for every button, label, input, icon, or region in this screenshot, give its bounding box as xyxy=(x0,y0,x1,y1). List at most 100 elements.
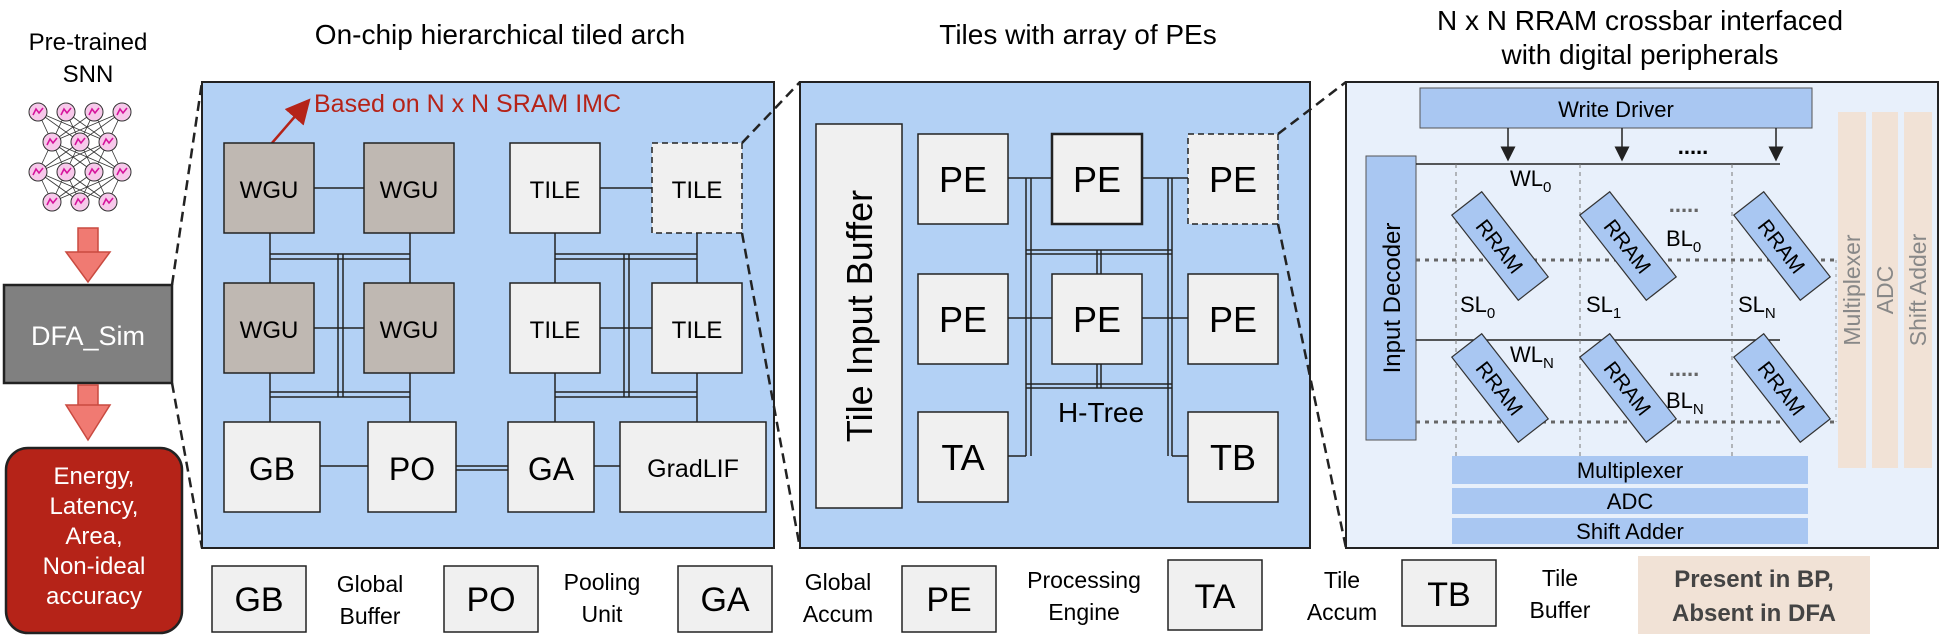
legend-ta-box xyxy=(1167,559,1263,631)
legend-pe-abbr: PE xyxy=(926,581,971,619)
wgu-label: WGU xyxy=(380,177,439,204)
pe-block xyxy=(917,133,1009,225)
legend-po-desc2: Unit xyxy=(582,601,624,627)
panel3-title-line2: with digital peripherals xyxy=(1500,39,1778,70)
tile-block xyxy=(509,142,601,234)
ta-block xyxy=(917,411,1009,503)
legend-po-desc1: Pooling xyxy=(564,569,641,595)
pe-label: PE xyxy=(939,159,987,200)
wgu-label: WGU xyxy=(240,317,299,344)
tile-input-buffer xyxy=(815,123,903,509)
pe-label: PE xyxy=(1209,299,1257,340)
output-line-4: Non-ideal xyxy=(43,553,146,580)
legend-ta-abbr: TA xyxy=(1195,578,1236,616)
bottom-shift-adder-label: Shift Adder xyxy=(1576,519,1684,544)
bl0-label: BL0 xyxy=(1666,226,1701,256)
side-adc xyxy=(1872,112,1898,468)
wgu-block xyxy=(223,142,315,234)
zoom-line-dfa-bottom xyxy=(170,382,204,549)
spike-glyph xyxy=(32,167,44,176)
legend-ga-abbr: GA xyxy=(700,581,749,619)
zoom-line-pe-top xyxy=(1277,81,1347,135)
sl0-label: SL0 xyxy=(1460,292,1495,322)
legend-gb-desc1: Global xyxy=(337,571,403,597)
input-decoder-label: Input Decoder xyxy=(1379,223,1406,374)
annotation-arrow xyxy=(271,98,311,144)
legend-gb-box xyxy=(211,565,307,633)
bottom-multiplexer xyxy=(1452,456,1808,484)
spike-glyph xyxy=(116,107,128,116)
pe-label: PE xyxy=(1073,159,1121,200)
tile-block xyxy=(651,282,743,374)
wl0-label: WL0 xyxy=(1510,166,1551,196)
pe-label: PE xyxy=(939,299,987,340)
panel-rram-crossbar: N x N RRAM crossbar interfaced with digi… xyxy=(1345,5,1939,549)
spike-glyph xyxy=(88,107,100,116)
wln-label: WLN xyxy=(1510,342,1554,372)
panel-tiled-arch: On-chip hierarchical tiled arch xyxy=(201,19,775,549)
flow-column: Pre-trained SNN DFA_Sim Energy, Latency,… xyxy=(2,29,184,635)
wgu-block xyxy=(363,282,455,374)
spike-glyph xyxy=(102,137,114,146)
legend-bp-line2: Absent in DFA xyxy=(1672,600,1836,627)
output-line-5: accuracy xyxy=(46,583,142,610)
spike-glyph xyxy=(46,197,58,206)
wgu-interconnect xyxy=(269,187,411,422)
legend-bp-only-swatch xyxy=(1638,556,1870,634)
tb-label: TB xyxy=(1210,437,1256,478)
legend-ga-box xyxy=(677,565,773,633)
row-ellipsis: ..... xyxy=(1669,356,1700,381)
snn-edge xyxy=(37,141,109,173)
tile-label: TILE xyxy=(672,317,723,344)
pretrained-label-line2: SNN xyxy=(63,61,114,88)
bottom-shift-adder xyxy=(1452,518,1808,544)
write-driver-label: Write Driver xyxy=(1558,97,1674,122)
legend-gb-desc2: Buffer xyxy=(340,603,401,629)
legend-tb-desc2: Buffer xyxy=(1530,597,1591,623)
tile-block-highlighted xyxy=(651,142,743,234)
side-adc-label: ADC xyxy=(1872,266,1898,315)
legend-po-abbr: PO xyxy=(466,581,515,619)
snn-network-icon xyxy=(28,102,132,212)
spike-glyph xyxy=(60,107,72,116)
pe-block xyxy=(1187,273,1279,365)
spike-glyph xyxy=(32,107,44,116)
rram-cell: RRAM xyxy=(1732,332,1832,444)
tile-block xyxy=(509,282,601,374)
zoom-line-dfa-top xyxy=(170,81,204,286)
panel1-title: On-chip hierarchical tiled arch xyxy=(315,19,685,50)
legend-pe-desc2: Engine xyxy=(1048,599,1120,625)
legend-po-box xyxy=(443,565,539,633)
legend-ga-desc2: Accum xyxy=(803,601,873,627)
write-driver-block xyxy=(1419,87,1813,129)
pretrained-label-line1: Pre-trained xyxy=(29,29,148,56)
sln-label: SLN xyxy=(1738,292,1776,322)
pe-block xyxy=(917,273,1009,365)
snn-edge xyxy=(51,111,123,143)
ga-block xyxy=(507,421,595,513)
sram-annotation: Based on N x N SRAM IMC xyxy=(314,90,621,118)
flow-arrow-down-2 xyxy=(64,384,112,442)
legend-tb-abbr: TB xyxy=(1427,576,1470,614)
panel2-title: Tiles with array of PEs xyxy=(939,19,1216,50)
pe-block xyxy=(1051,273,1143,365)
gb-label: GB xyxy=(249,451,295,487)
zoom-line-tile-top xyxy=(741,81,801,144)
legend-gb-abbr: GB xyxy=(234,581,283,619)
spike-glyph xyxy=(102,197,114,206)
pe-label: PE xyxy=(1209,159,1257,200)
legend: GB Global Buffer PO Pooling Unit GA Glob… xyxy=(211,556,1870,634)
legend-ta-desc2: Accum xyxy=(1307,599,1377,625)
snn-edge xyxy=(51,171,123,203)
flow-arrow-down-1 xyxy=(64,227,112,284)
h-tree-label: H-Tree xyxy=(1058,397,1144,428)
wgu-label: WGU xyxy=(240,177,299,204)
legend-tb-box xyxy=(1401,559,1497,627)
bln-label: BLN xyxy=(1666,388,1704,418)
side-shift-adder-label: Shift Adder xyxy=(1905,233,1931,346)
spike-glyph xyxy=(46,137,58,146)
panel-tile-pes: Tiles with array of PEs Tile Input Buffe… xyxy=(799,19,1311,549)
spike-glyph xyxy=(74,197,86,206)
dfa-sim-label: DFA_Sim xyxy=(31,321,145,351)
